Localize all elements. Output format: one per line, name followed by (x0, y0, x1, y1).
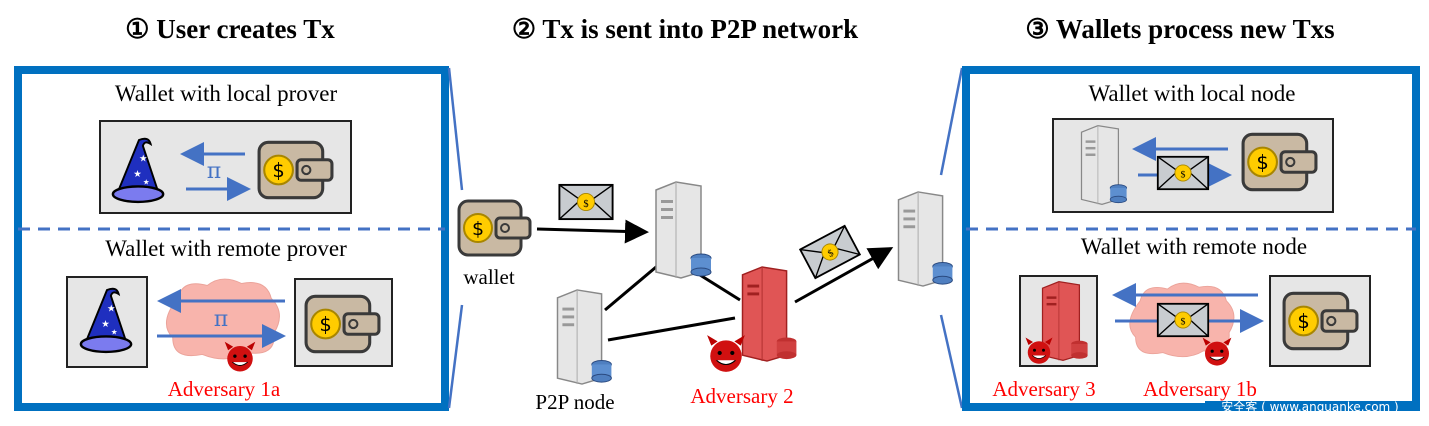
transaction-envelope-icon (1156, 155, 1210, 191)
remote-prover-label: Wallet with remote prover (105, 236, 347, 261)
step-2-title: ② Tx is sent into P2P network (512, 14, 858, 44)
wallet-icon (1241, 132, 1318, 192)
proof-symbol: π (207, 159, 221, 184)
malicious-server-icon (741, 266, 798, 362)
p2p-network: wallet P2P node Adversary 2 (457, 181, 954, 414)
right-panel: Wallet with local node Wallet with remot… (962, 66, 1420, 414)
transaction-envelope-icon (1156, 302, 1210, 338)
wallet-label: wallet (463, 265, 514, 289)
receiving-server-icon (897, 191, 954, 287)
step-3-title: ③ Wallets process new Txs (1025, 14, 1334, 44)
remote-node-label: Wallet with remote node (1081, 234, 1307, 259)
devil-icon (706, 334, 746, 373)
local-prover-label: Wallet with local prover (115, 81, 338, 106)
watermark: 安全客 ( www.anquanke.com ) (1221, 399, 1398, 414)
p2p-server-icon (556, 289, 613, 385)
left-panel: Wallet with local prover π Wallet with r… (14, 66, 449, 411)
wallet-icon (1282, 291, 1359, 351)
adversary-1a-label: Adversary 1a (168, 377, 281, 401)
local-node-label: Wallet with local node (1089, 81, 1296, 106)
adversary-3-label: Adversary 3 (992, 377, 1095, 401)
transaction-envelope-icon (558, 183, 614, 221)
proof-symbol: π (214, 307, 228, 332)
p2p-node-label: P2P node (535, 390, 614, 414)
p2p-server-icon (655, 181, 712, 279)
wallet-icon (304, 294, 381, 354)
wallet-icon (257, 140, 334, 200)
step-1-title: ① User creates Tx (125, 14, 335, 44)
wallet-icon (457, 199, 532, 257)
adversary-1b-label: Adversary 1b (1143, 377, 1257, 401)
adversary-2-label: Adversary 2 (690, 384, 793, 408)
